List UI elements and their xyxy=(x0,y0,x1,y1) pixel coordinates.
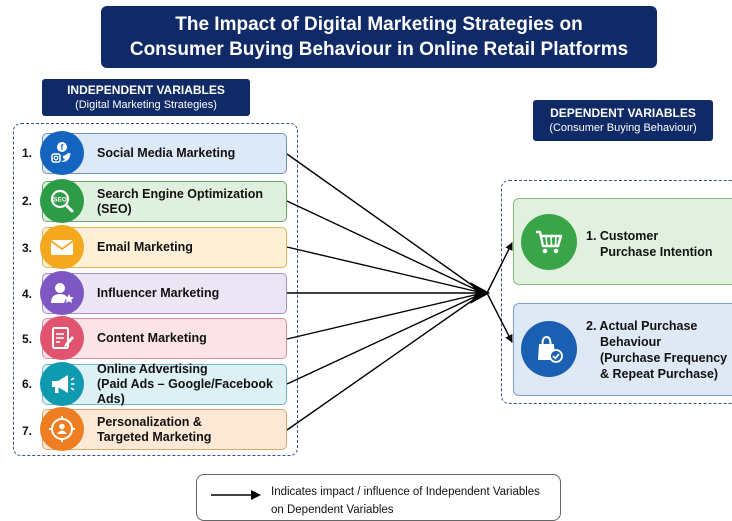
item-6-number: 6. xyxy=(22,377,33,391)
social-media-icon: f xyxy=(40,131,84,175)
title-line-1: The Impact of Digital Marketing Strategi… xyxy=(175,14,583,35)
legend: Indicates impact / influence of Independ… xyxy=(196,474,561,521)
arrow-6 xyxy=(286,292,484,385)
dv-1-line-2: Purchase Intention xyxy=(600,245,713,259)
arrow-3 xyxy=(286,246,484,294)
iv-1-label: Social Media Marketing xyxy=(97,146,236,160)
target-user-icon xyxy=(40,407,84,451)
influencer-icon xyxy=(40,271,84,315)
item-1-number: 1. xyxy=(22,146,33,160)
shopping-bag-check-icon xyxy=(521,321,577,377)
iv-social-media-marketing: Social Media Marketing xyxy=(42,133,287,174)
dv-1-line-1: 1. Customer xyxy=(586,229,659,243)
envelope-icon xyxy=(40,225,84,269)
dv-2-text: 2. Actual Purchase Behaviour (Purchase F… xyxy=(586,318,727,382)
legend-line-2: on Dependent Variables xyxy=(271,504,394,516)
iv-2-label: Search Engine Optimization (SEO) xyxy=(97,186,263,216)
dv-1-text: 1. Customer Purchase Intention xyxy=(586,228,713,260)
svg-text:SEO: SEO xyxy=(53,197,67,204)
dv-2-line-1: 2. Actual Purchase xyxy=(586,319,698,333)
iv-4-label: Influencer Marketing xyxy=(97,286,220,300)
dependent-header-title: DEPENDENT VARIABLES xyxy=(550,106,696,120)
iv-5-label: Content Marketing xyxy=(97,331,207,345)
independent-variables-container xyxy=(13,123,298,456)
independent-variables-header: INDEPENDENT VARIABLES (Digital Marketing… xyxy=(42,79,250,116)
dv-2-line-4: & Repeat Purchase) xyxy=(600,367,719,381)
shopping-cart-icon xyxy=(521,214,577,270)
legend-text: Indicates impact / influence of Independ… xyxy=(271,483,556,519)
item-7-number: 7. xyxy=(22,424,33,438)
iv-7-label-line-1: Personalization & xyxy=(97,414,202,429)
item-2-number: 2. xyxy=(22,194,33,208)
dependent-variables-container xyxy=(501,180,732,404)
legend-line-1: Indicates impact / influence of Independ… xyxy=(271,486,540,498)
iv-6-label: Online Advertising (Paid Ads – Google/Fa… xyxy=(97,362,282,406)
diagram-title: The Impact of Digital Marketing Strategi… xyxy=(101,6,657,68)
arrow-to-dv2 xyxy=(486,292,513,343)
dependent-header-subtitle: (Consumer Buying Behaviour) xyxy=(549,122,697,134)
svg-text:f: f xyxy=(61,143,64,152)
arrow-2 xyxy=(286,200,484,294)
iv-7-label: Personalization & Targeted Marketing xyxy=(97,410,282,449)
item-4-number: 4. xyxy=(22,287,33,301)
iv-6-label-line-2: (Paid Ads – Google/Facebook Ads) xyxy=(97,377,273,406)
item-5-number: 5. xyxy=(22,332,33,346)
dv-2-line-2: Behaviour xyxy=(600,335,662,349)
item-3-number: 3. xyxy=(22,241,33,255)
arrow-to-dv1 xyxy=(486,242,513,294)
independent-header-title: INDEPENDENT VARIABLES xyxy=(67,83,225,97)
iv-3-label: Email Marketing xyxy=(97,240,193,254)
dv-2-line-3: (Purchase Frequency xyxy=(600,351,728,365)
iv-7-label-line-2: Targeted Marketing xyxy=(97,429,212,444)
legend-arrow-icon xyxy=(211,490,261,500)
independent-header-subtitle: (Digital Marketing Strategies) xyxy=(75,99,217,111)
dv-actual-purchase-behaviour: 2. Actual Purchase Behaviour (Purchase F… xyxy=(513,303,732,396)
arrow-7 xyxy=(286,292,484,431)
convergence-arrowhead xyxy=(470,282,490,304)
dependent-variables-header: DEPENDENT VARIABLES (Consumer Buying Beh… xyxy=(533,100,713,141)
iv-6-label-line-1: Online Advertising xyxy=(97,362,208,376)
megaphone-icon xyxy=(40,362,84,406)
content-document-icon xyxy=(40,316,84,360)
seo-magnifier-icon: SEO xyxy=(40,179,84,223)
title-line-2: Consumer Buying Behaviour in Online Reta… xyxy=(129,39,629,60)
dv-purchase-intention: 1. Customer Purchase Intention xyxy=(513,198,732,285)
arrow-5 xyxy=(286,292,484,340)
arrow-1 xyxy=(286,153,484,294)
